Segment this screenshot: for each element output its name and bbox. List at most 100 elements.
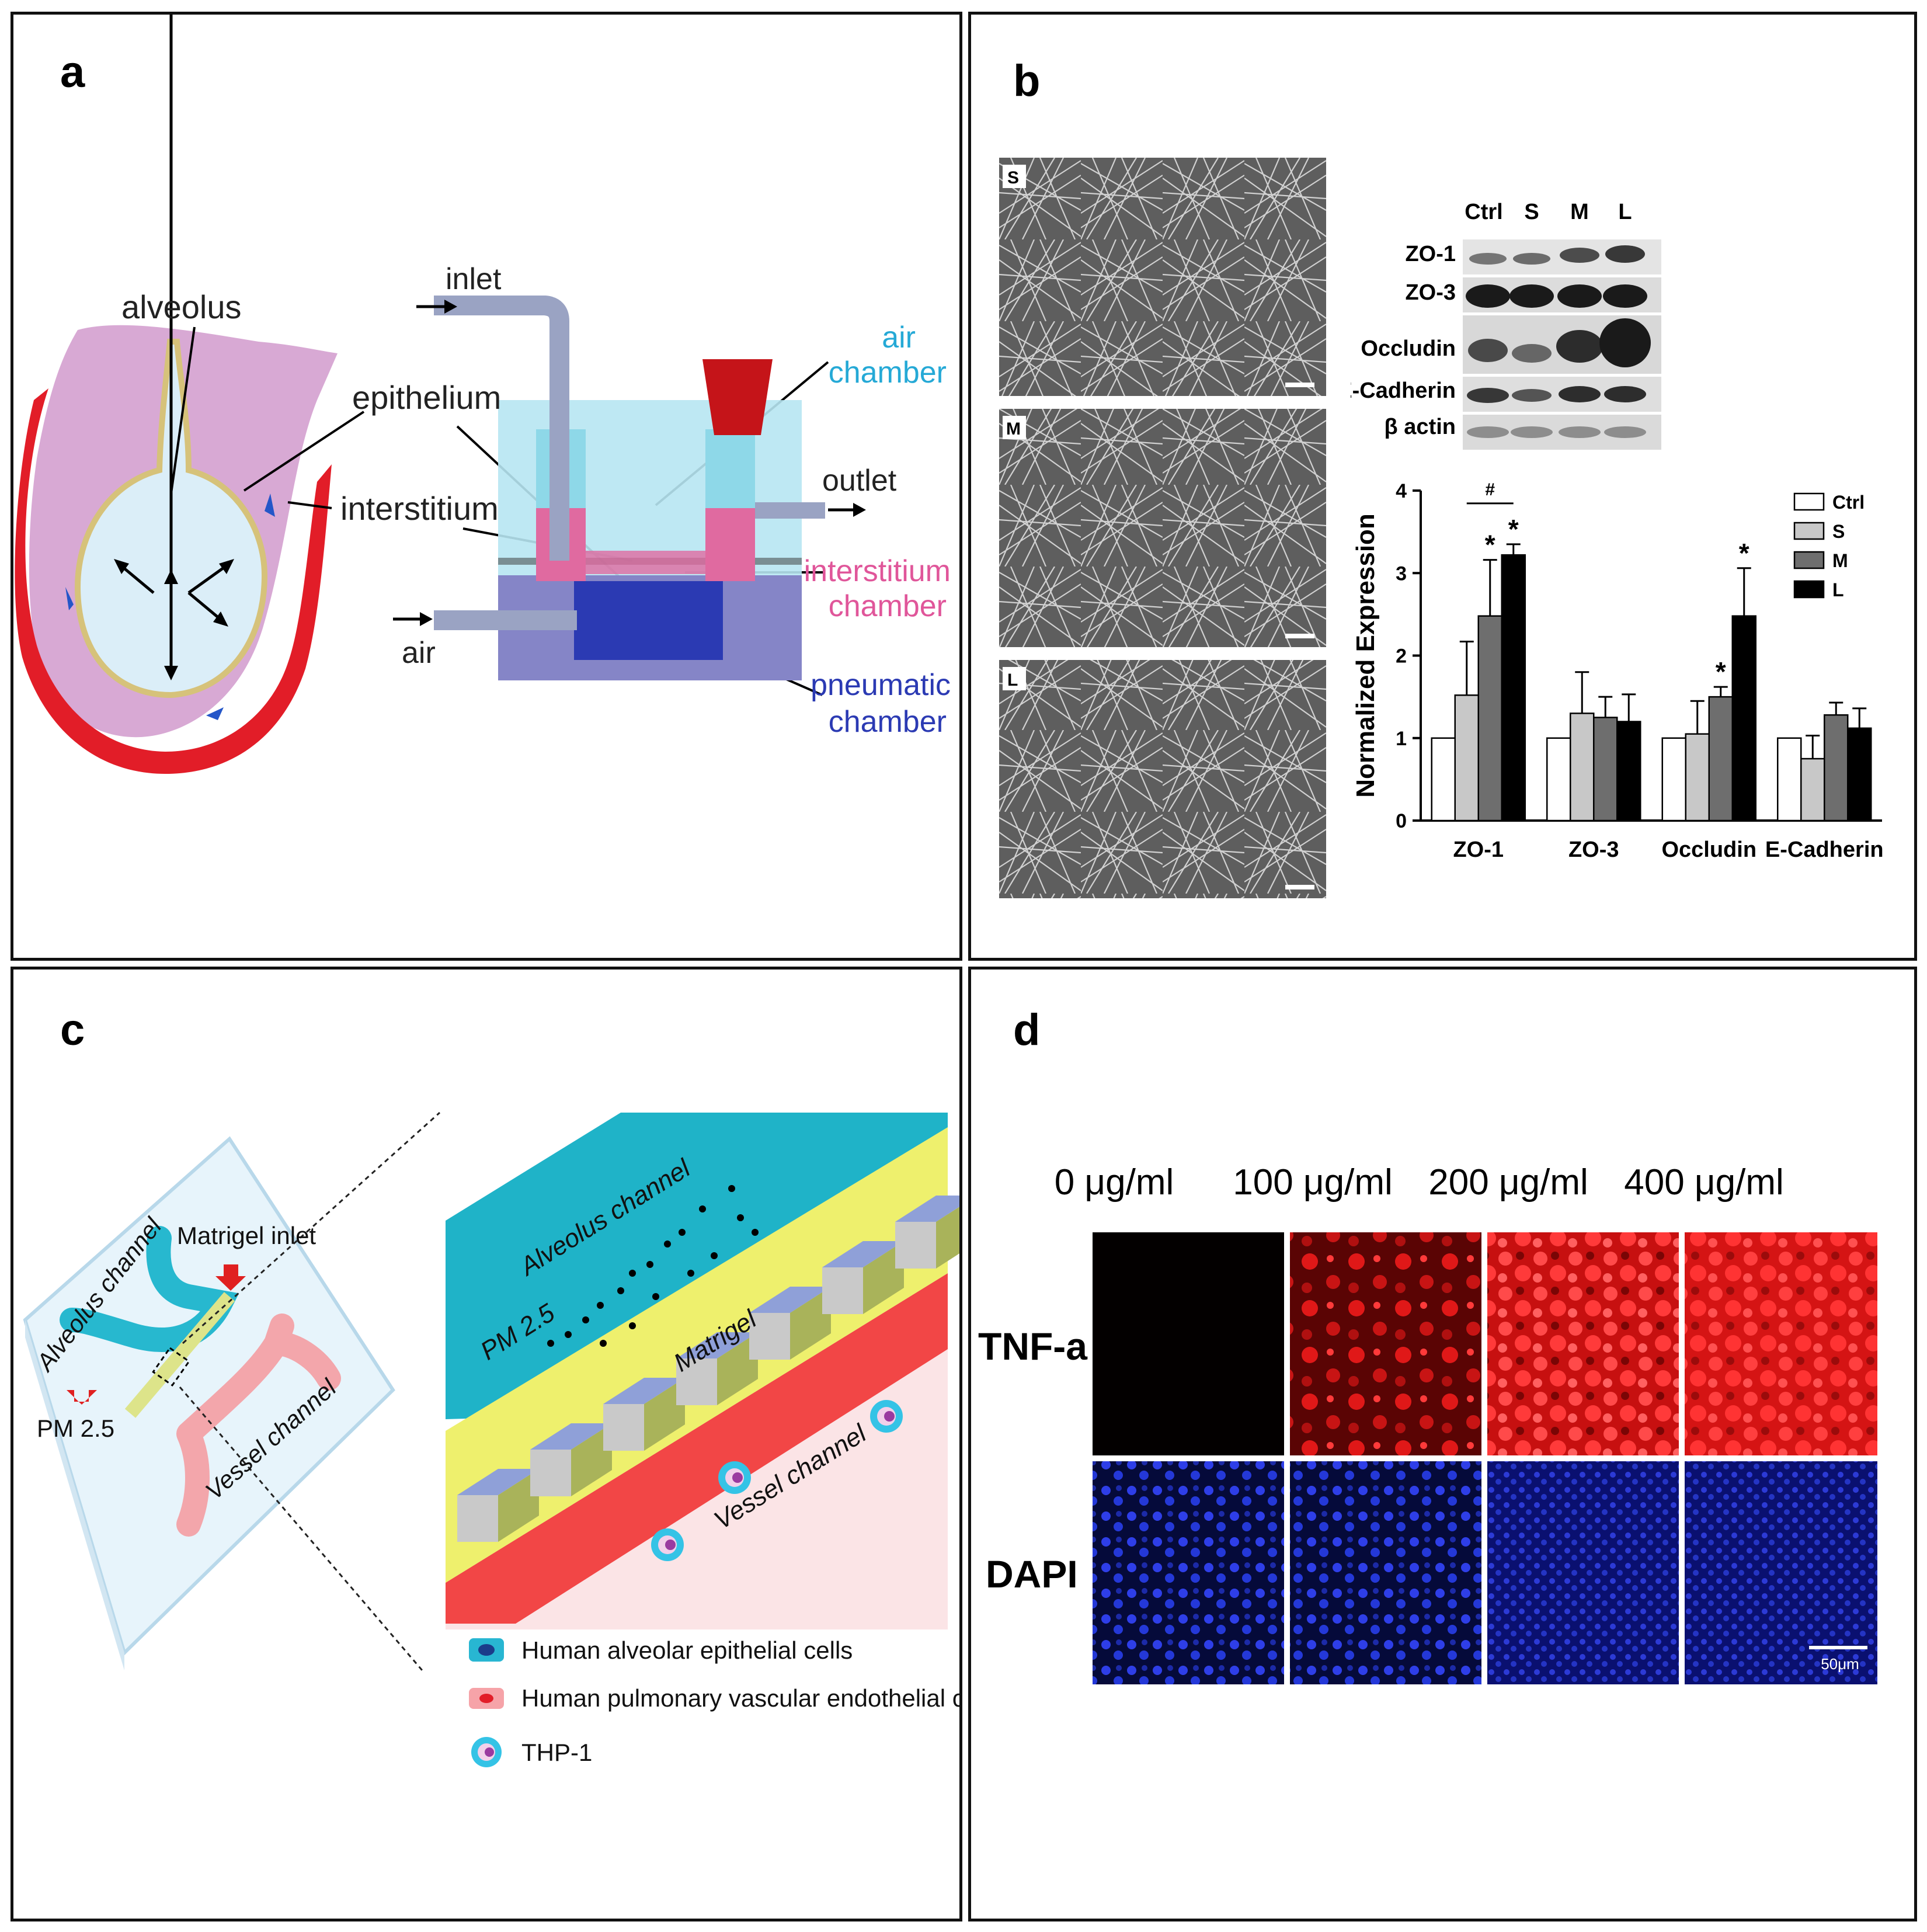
scale-bar [1809, 1646, 1867, 1649]
column-label-0: 0 μg/ml [1055, 1162, 1174, 1203]
panel-c: c Alveolus channel Matr [11, 967, 962, 1921]
pm-particle [597, 1302, 604, 1309]
bar-E-Cadherin-L [1847, 727, 1872, 822]
air-chamber-label-1: air [882, 321, 916, 355]
scale-bar-label: 50μm [1821, 1655, 1859, 1673]
epithelial-block [457, 1469, 539, 1542]
blot-lane-label: S [1524, 200, 1539, 224]
bar-ZO-3-Ctrl [1546, 737, 1571, 822]
pm-particle [687, 1270, 694, 1277]
pm-particle [629, 1322, 636, 1329]
bar-Occludin-M [1708, 696, 1733, 822]
vessel-channel-shape [176, 1314, 341, 1537]
endothelial-cell [265, 494, 275, 517]
x-tick-label: ZO-1 [1453, 838, 1504, 862]
bar-E-Cadherin-Ctrl [1777, 737, 1802, 822]
pm-particle [629, 1270, 636, 1277]
sem-scale-bar [1285, 383, 1314, 387]
y-tick-label: 4 [1396, 480, 1407, 502]
sem-images: S M L [999, 158, 1326, 898]
pneumatic-chamber-block [574, 581, 723, 660]
blot-row-label: Occludin [1361, 336, 1456, 361]
pm25-label: PM 2.5 [37, 1415, 114, 1442]
bar-Occludin-Ctrl [1661, 737, 1686, 822]
legend-label-L: L [1832, 579, 1844, 600]
blot-lane-label: M [1570, 200, 1589, 224]
sem-label-s: S [1007, 168, 1019, 187]
y-tick-label: 1 [1396, 728, 1407, 750]
outlet-pipe [755, 502, 825, 519]
column-label-1: 100 μg/ml [1233, 1162, 1393, 1203]
western-blot: Ctrl S M L ZO-1 ZO-3 Occludin E-Cadherin… [1351, 200, 1661, 450]
pm-particle [664, 1240, 671, 1248]
pm-particle [752, 1229, 759, 1236]
pm-particle [582, 1316, 589, 1323]
bar-ZO-1-M [1477, 615, 1502, 822]
pm-particle [652, 1293, 659, 1300]
legend-label-Ctrl: Ctrl [1832, 492, 1865, 513]
outlet-label: outlet [822, 464, 897, 498]
bar-ZO-3-L [1616, 721, 1641, 822]
panel-a-diagram: alveolus epithelium interstitium inlet o… [15, 15, 951, 774]
matrigel-inlet-arrow [215, 1264, 246, 1291]
y-tick-label: 0 [1396, 810, 1407, 832]
bar-Occludin-L [1731, 615, 1756, 822]
legend-endothelial-label: Human pulmonary vascular endothelial cel… [521, 1684, 959, 1712]
tnf-200-image [1487, 1232, 1679, 1455]
epithelial-block [530, 1423, 612, 1496]
pm-particle [646, 1261, 653, 1268]
panel-b-label: b [1013, 56, 1041, 106]
legend-swatch-Ctrl [1793, 492, 1825, 511]
dapi-200-image [1487, 1461, 1679, 1684]
bar-E-Cadherin-S [1800, 757, 1825, 822]
x-tick-label: E-Cadherin [1765, 838, 1884, 862]
blot-row-label: ZO-1 [1405, 242, 1456, 266]
bar-ZO-3-S [1570, 713, 1595, 822]
y-tick-label: 3 [1396, 562, 1407, 585]
zoom-alveolus-layer [446, 1113, 948, 1419]
pm-particle [600, 1340, 607, 1347]
thp1-cells [651, 1400, 903, 1561]
dapi-0-image [1093, 1461, 1284, 1684]
air-pipe [434, 610, 577, 630]
epithelial-block [822, 1241, 904, 1314]
pm-particle [679, 1229, 686, 1236]
post-right [705, 429, 755, 508]
bar-ZO-1-S [1454, 694, 1479, 822]
pm-particle [728, 1185, 735, 1192]
air-funnel [702, 359, 773, 435]
significance-mark: * [1485, 530, 1495, 560]
significance-mark: * [1508, 514, 1519, 544]
epithelial-block [749, 1287, 831, 1360]
blot-lane-label: Ctrl [1465, 200, 1502, 224]
legend-swatch-L [1793, 580, 1825, 599]
epithelial-block [676, 1332, 758, 1405]
bar-ZO-1-L [1501, 554, 1526, 822]
pneumatic-chamber-label-2: chamber [829, 705, 947, 739]
interstitium-layer [705, 505, 755, 581]
interstitium-chamber-label-2: chamber [829, 589, 947, 623]
x-tick-label: Occludin [1661, 838, 1756, 862]
epithelial-block [895, 1196, 959, 1269]
fluorescence-grid: 0 μg/ml 100 μg/ml 200 μg/ml 400 μg/ml TN… [978, 1162, 1877, 1684]
panel-b: b S M L Ct [968, 12, 1917, 961]
endothelial-cell [206, 707, 224, 720]
row-label-tnf: TNF-a [978, 1325, 1088, 1368]
dapi-400-image [1685, 1461, 1877, 1684]
legend-epithelial-label: Human alveolar epithelial cells [521, 1636, 853, 1664]
panel-a-label: a [60, 47, 85, 97]
legend-label-M: M [1832, 550, 1848, 571]
legend-thp1-label: THP-1 [521, 1739, 592, 1766]
pm-particle [737, 1214, 744, 1221]
legend-swatch-S [1793, 522, 1825, 540]
bar-ZO-1-Ctrl [1431, 737, 1456, 822]
pm25-arrow [67, 1390, 97, 1405]
pm-particle [617, 1287, 624, 1294]
sem-label-m: M [1006, 419, 1021, 439]
pm-particle [547, 1340, 554, 1347]
tnf-100-image [1290, 1232, 1481, 1455]
tnf-400-image [1685, 1232, 1877, 1455]
epithelium-label: epithelium [352, 379, 501, 416]
pm-particle [565, 1331, 572, 1338]
